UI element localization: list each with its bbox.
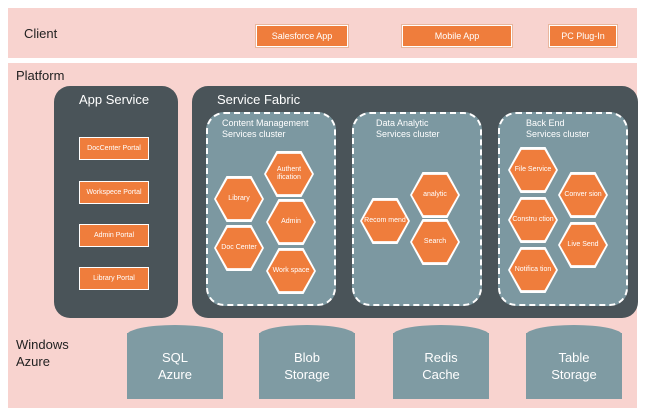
blob-storage-line1: Blob [293,350,320,365]
sql-azure-storage: SQL Azure [127,325,223,399]
service-fabric-title: Service Fabric [217,92,301,107]
platform-title: Platform [16,68,65,83]
notification-label: Notifica tion [510,249,556,291]
search-label: Search [412,221,458,263]
file-service-label: File Service [510,149,556,191]
admin-label: Admin [268,201,314,243]
doccenter-portal-box: DocCenter Portal [79,137,149,160]
workspace-label: Work space [268,250,314,292]
windows-azure-title-line1: Windows [16,337,69,352]
data-analytic-cluster [352,112,482,306]
data-analytic-cluster-title-line1: Data Analytic [376,118,429,128]
data-analytic-cluster-title-line2: Services cluster [376,129,440,139]
blob-storage-line2: Storage [284,367,330,382]
library-label: Library [216,178,262,220]
pc-plugin-box: PC Plug-In [549,25,617,47]
analytic-label: analytic [412,174,458,216]
doc-center-label: Doc Center [216,227,262,269]
client-title: Client [24,26,58,41]
sql-azure-line2: Azure [158,367,192,382]
conversion-label: Conver sion [560,174,606,216]
redis-cache-line2: Cache [422,367,460,382]
back-end-cluster-title-line2: Services cluster [526,129,590,139]
library-portal-box: Library Portal [79,267,149,290]
content-management-cluster-title-line1: Content Management [222,118,309,128]
admin-hex: Admin [266,199,316,245]
windows-azure-title: Windows Azure [16,336,106,370]
back-end-cluster-title-line1: Back End [526,118,565,128]
recommend-hex: Recom mend [360,198,410,244]
workspace-hex: Work space [266,248,316,294]
salesforce-app-box: Salesforce App [256,25,348,47]
windows-azure-title-line2: Azure [16,354,50,369]
analytic-hex: analytic [410,172,460,218]
redis-cache-line1: Redis [424,350,458,365]
table-storage-line2: Storage [551,367,597,382]
live-send-label: Live Send [560,224,606,266]
workspace-portal-box: Workspece Portal [79,181,149,204]
search-hex: Search [410,219,460,265]
authentication-hex: Authent ification [264,151,314,197]
admin-portal-box: Admin Portal [79,224,149,247]
sql-azure-line1: SQL [161,350,188,365]
sql-azure-label: SQL Azure [158,349,192,383]
mobile-app-box: Mobile App [402,25,512,47]
authentication-label: Authent ification [266,153,312,195]
construction-label: Constru ction [510,199,556,241]
table-storage-line1: Table [558,350,590,365]
content-management-cluster-title-line2: Services cluster [222,129,286,139]
app-service-title: App Service [79,92,150,107]
recommend-label: Recom mend [362,200,408,242]
